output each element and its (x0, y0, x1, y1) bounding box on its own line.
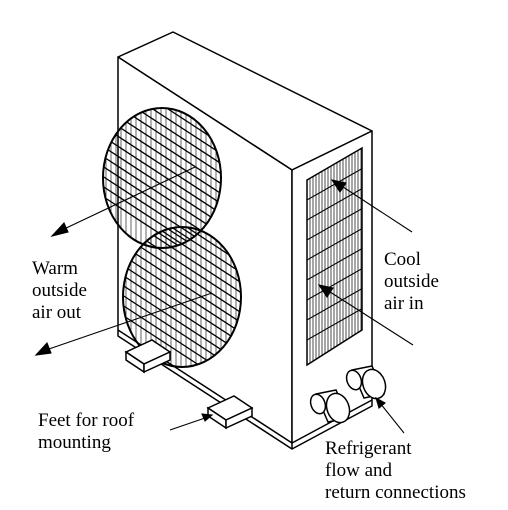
refrigerant-pipes (309, 365, 387, 424)
refrigerant-label: Refrigerant flow and return connections (325, 438, 466, 503)
feet-leader (169, 417, 206, 431)
cool-air-arrow-top (339, 184, 413, 233)
cool-air-arrow-bottom (326, 289, 414, 346)
warm-air-arrow-top (61, 166, 196, 231)
warm-air-arrow-bottom (45, 292, 213, 351)
warm-air-label: Warm outside air out (32, 258, 87, 323)
intake-grille (306, 146, 363, 367)
pipes-leader (379, 402, 405, 434)
mounting-feet (124, 339, 254, 430)
feet-label: Feet for roof mounting (38, 410, 135, 453)
cool-air-label: Cool outside air in (384, 249, 439, 314)
